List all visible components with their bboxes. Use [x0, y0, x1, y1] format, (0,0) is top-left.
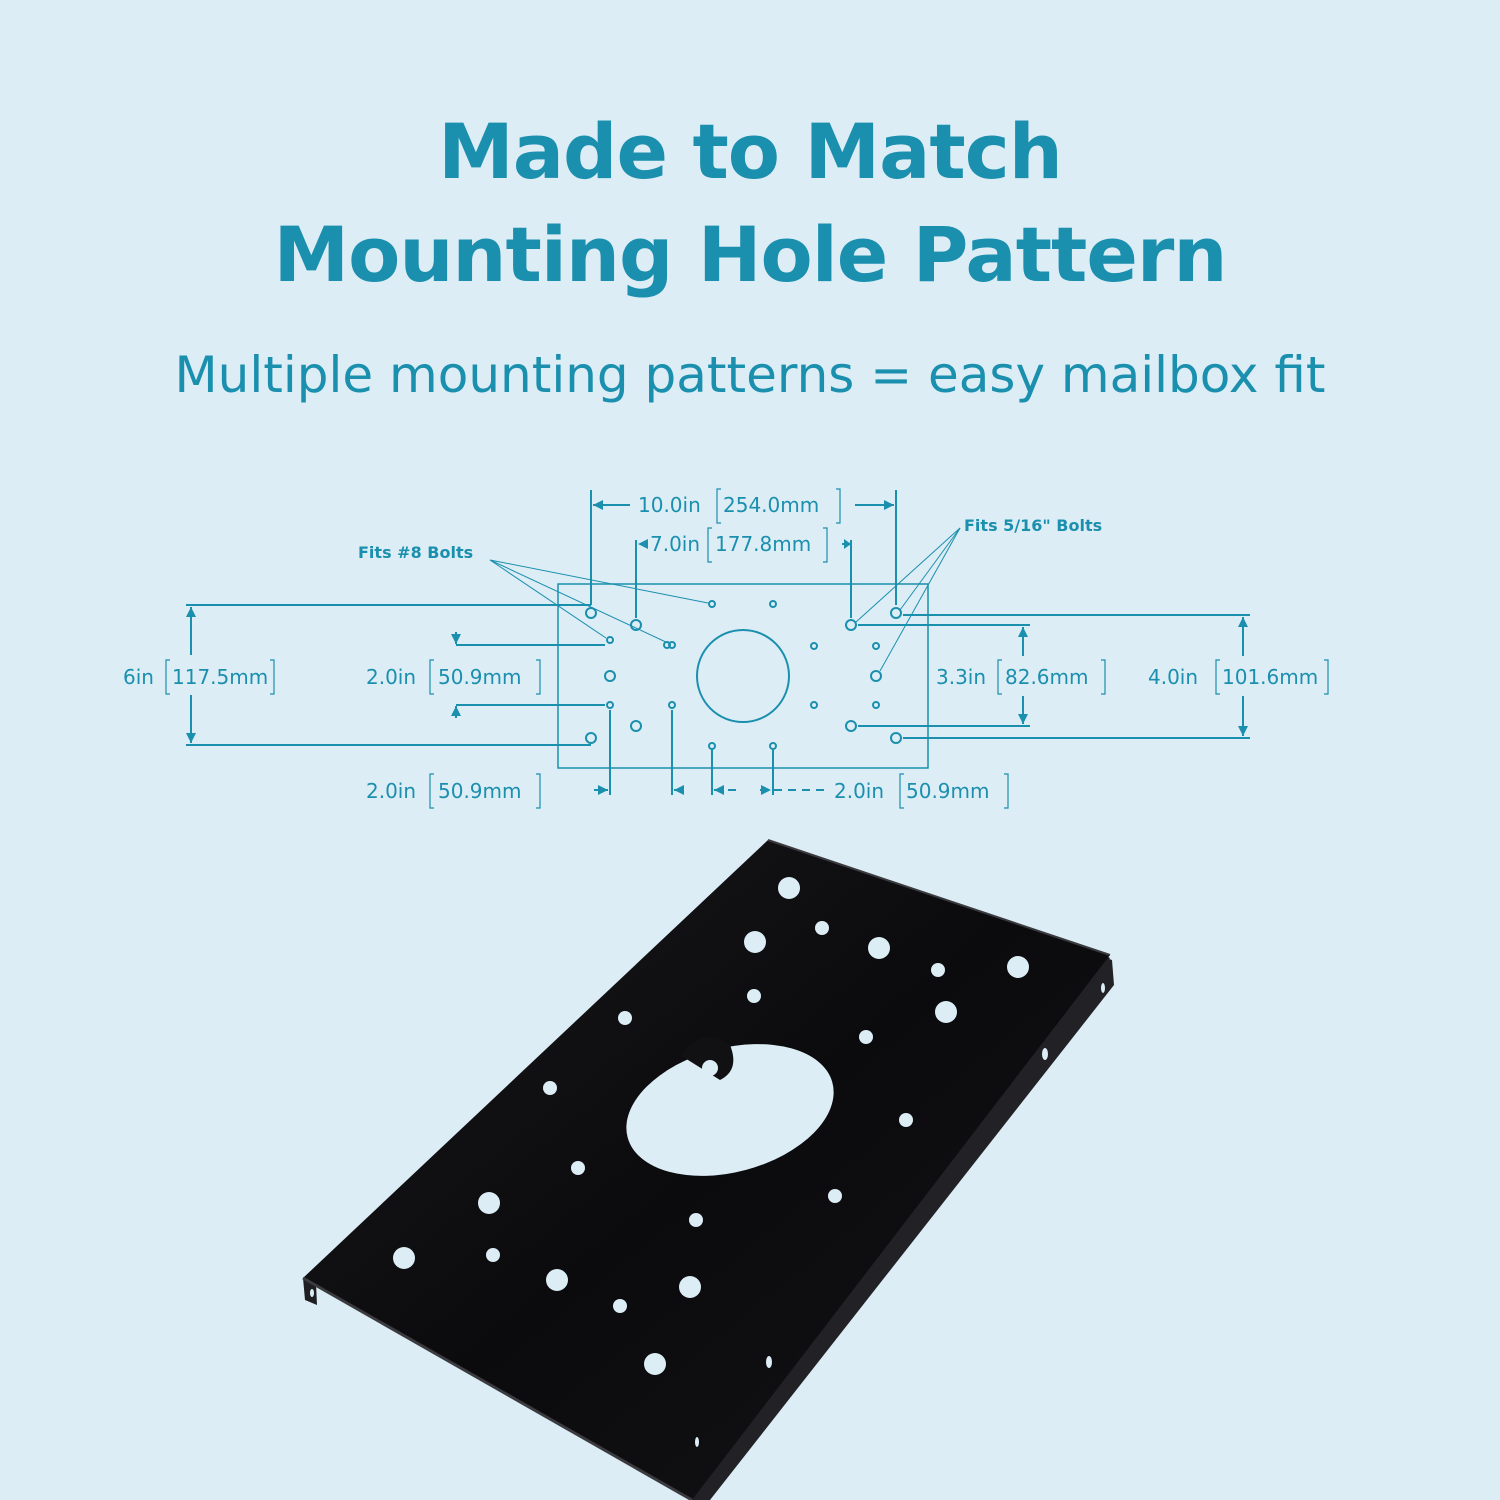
dim-right-outer-lines [903, 614, 1250, 739]
dim-right-outer-mm: 101.6mm [1222, 665, 1318, 689]
dim-right-inner-mm: 82.6mm [1005, 665, 1089, 689]
dim-top-inner-mm: 177.8mm [715, 532, 811, 556]
dim-right-outer-in: 4.0in [1148, 665, 1198, 689]
dim-left-inner-in: 2.0in [366, 665, 416, 689]
heading-line-2: Mounting Hole Pattern [273, 210, 1227, 299]
dim-label-brackets [165, 488, 1329, 809]
callout-leaders [489, 527, 961, 672]
dim-bottom-left-mm: 50.9mm [438, 779, 522, 803]
subheading: Multiple mounting patterns = easy mailbo… [174, 346, 1326, 404]
dim-left-height-lines [186, 604, 591, 746]
mounting-diagram: Fits #8 Bolts Fits 5/16" Bolts 10.0in 25… [123, 488, 1329, 809]
plate-flange-slots [310, 983, 1105, 1447]
dim-bottom-right-mm: 50.9mm [906, 779, 990, 803]
dim-top-outer-in: 10.0in [638, 493, 701, 517]
plate-holes [393, 877, 1029, 1375]
plate-center-hole [626, 1044, 834, 1176]
diagram-center-hole [696, 629, 790, 723]
dim-top-outer-mm: 254.0mm [723, 493, 819, 517]
dim-arrowheads [186, 500, 1248, 795]
diagram-holes [585, 600, 902, 750]
dim-top-inner-in: 7.0in [650, 532, 700, 556]
dim-bottom-right-in: 2.0in [834, 779, 884, 803]
dim-right-inner-in: 3.3in [936, 665, 986, 689]
callout-8-bolts: Fits #8 Bolts [358, 543, 473, 562]
dim-left-inner-mm: 50.9mm [438, 665, 522, 689]
dim-left-height-in: 6in [123, 665, 154, 689]
dim-left-height-mm: 117.5mm [172, 665, 268, 689]
dim-bottom-left-in: 2.0in [366, 779, 416, 803]
callout-516-bolts: Fits 5/16" Bolts [964, 516, 1102, 535]
diagram-plate-outline [557, 583, 929, 769]
heading-line-1: Made to Match [438, 107, 1063, 196]
